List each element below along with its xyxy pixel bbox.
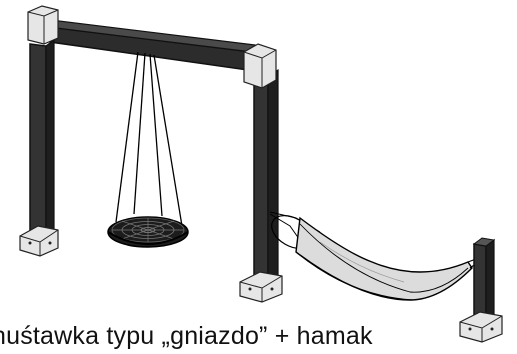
hammock (269, 211, 485, 301)
nest-swing-seat (107, 216, 189, 248)
hammock-post-base-plate (459, 311, 503, 343)
right-base-plate (239, 271, 283, 303)
right-top-bracket (243, 43, 277, 89)
left-base-plate (19, 225, 59, 257)
nest-swing-ropes (115, 51, 183, 227)
left-top-bracket (27, 5, 59, 45)
caption-text: huśtawka typu „gniazdo” + hamak (0, 322, 373, 350)
right-post (253, 68, 279, 286)
left-post (29, 38, 55, 238)
hammock-post (472, 237, 496, 326)
